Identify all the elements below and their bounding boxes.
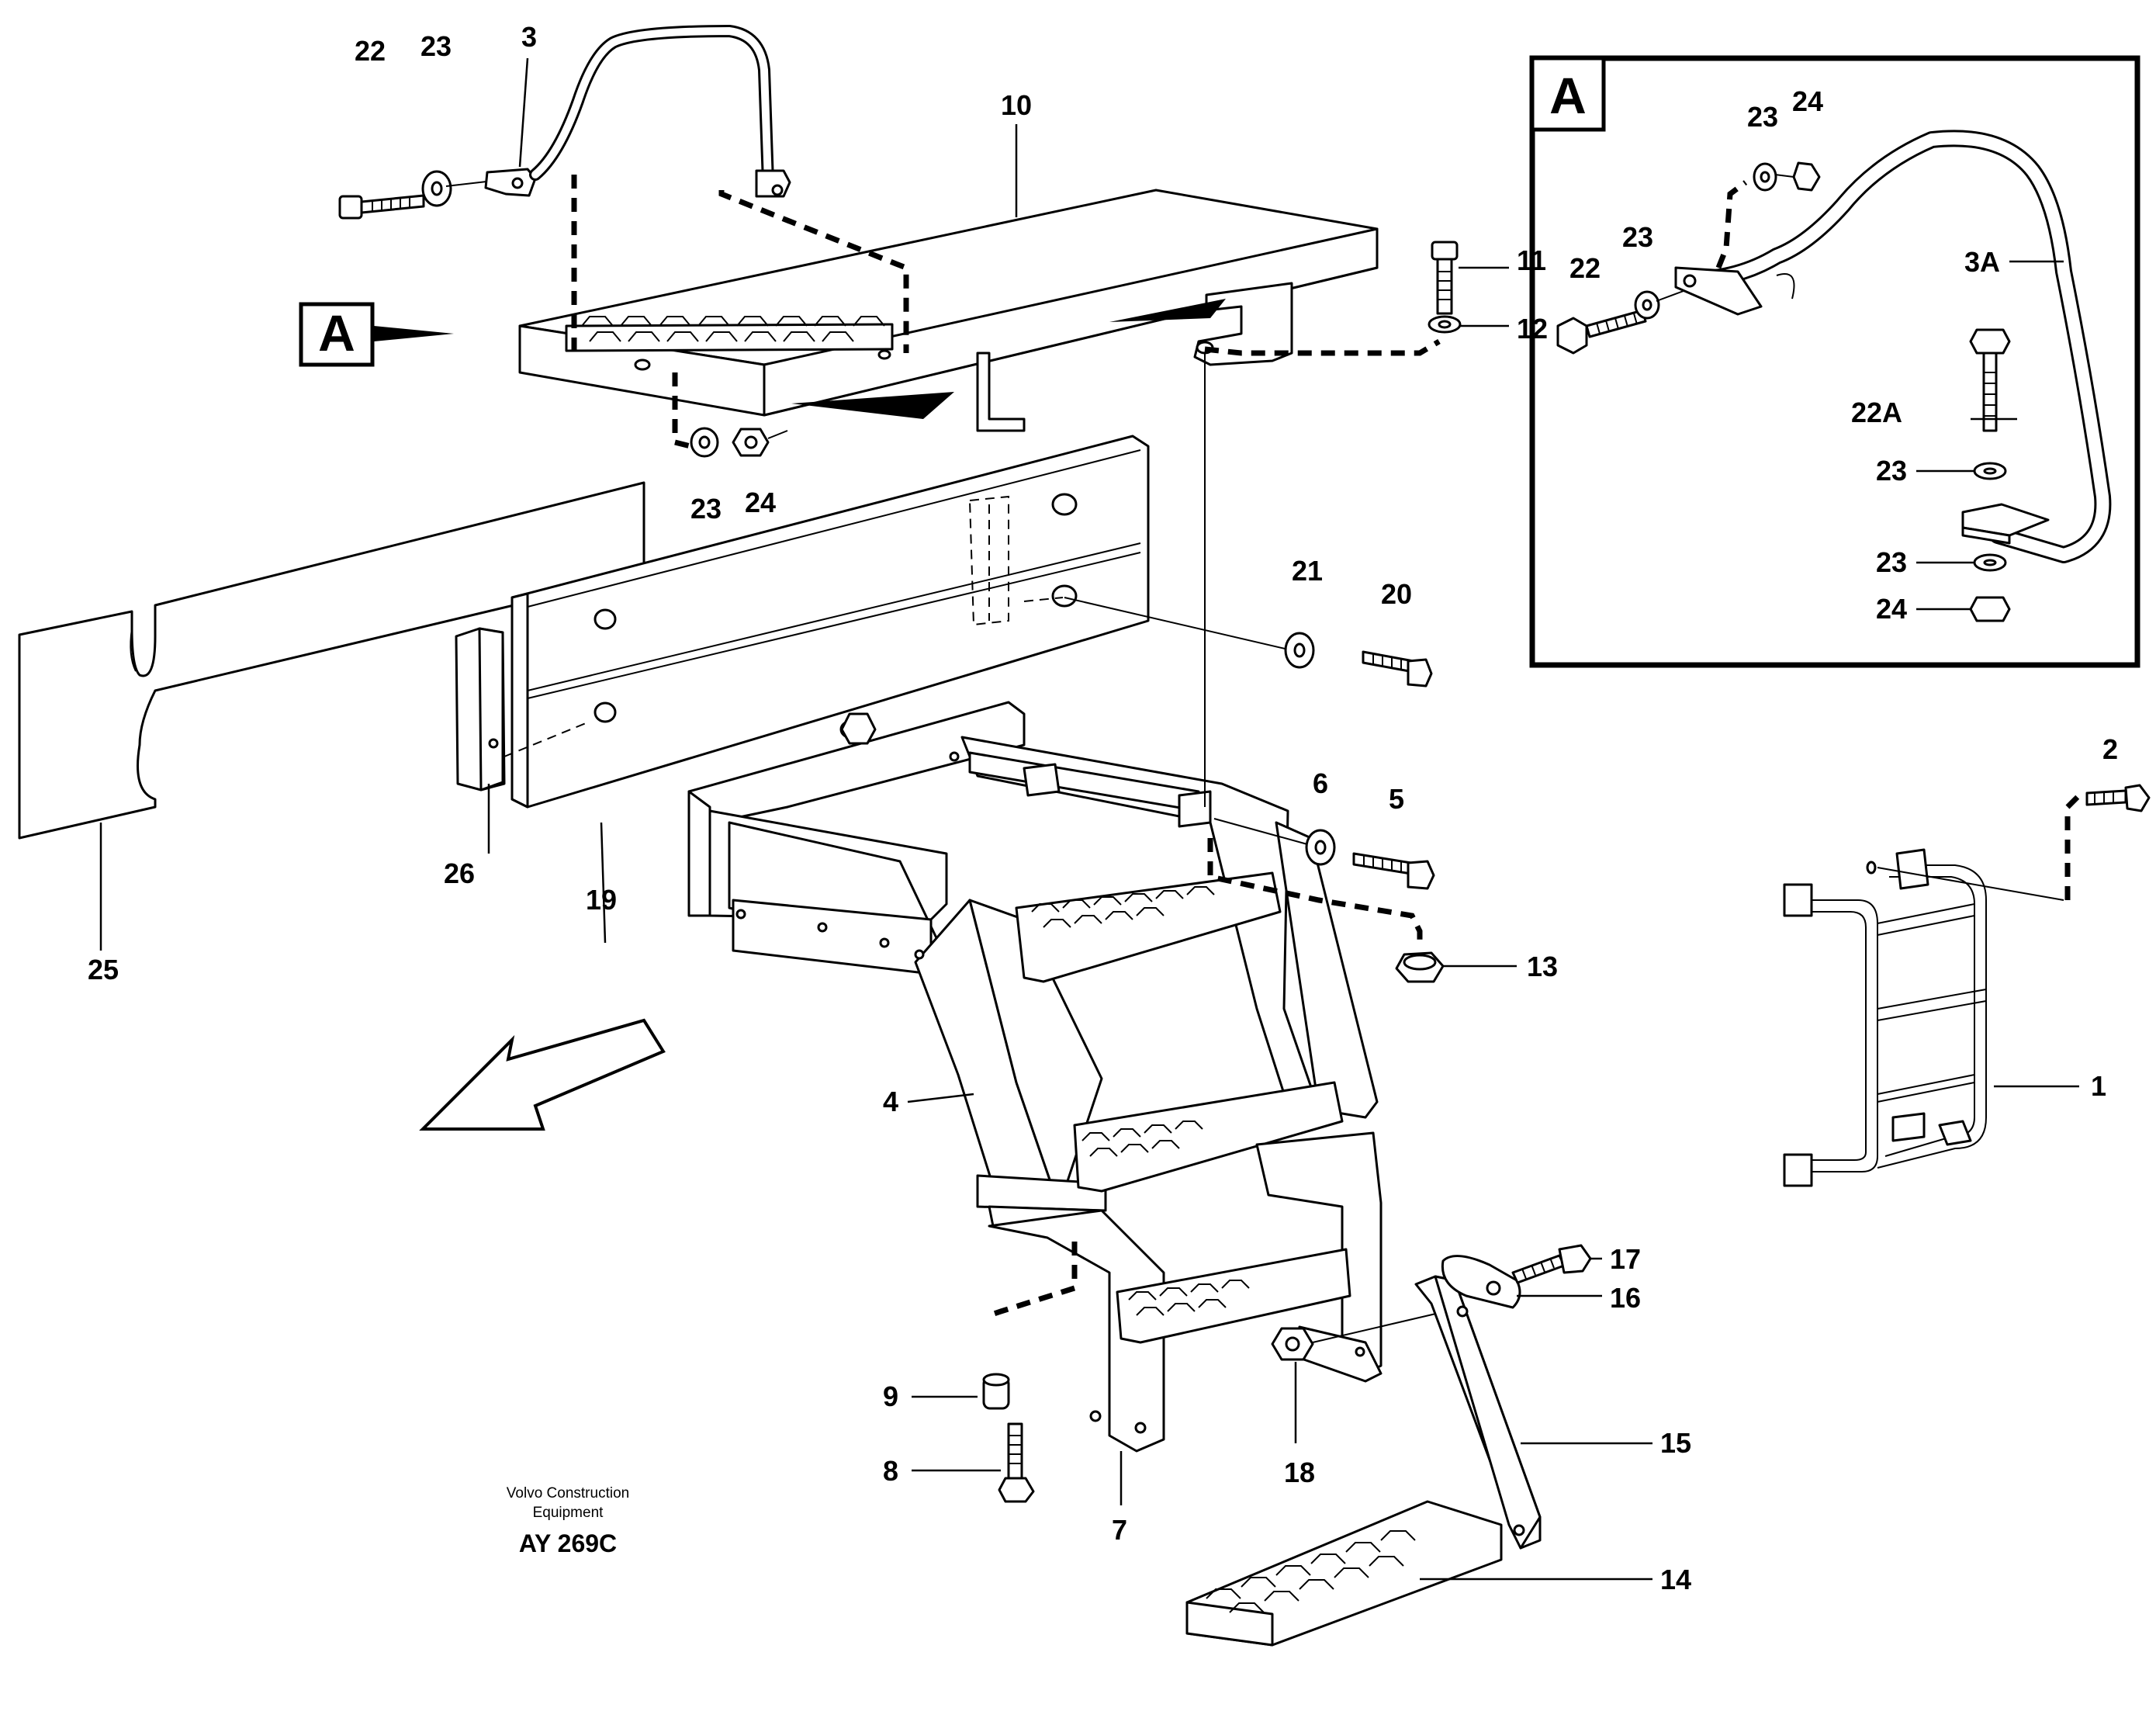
- callout-a-23-stack-2: 23: [1876, 546, 1907, 578]
- callout-23-lower: 23: [690, 493, 722, 525]
- bolt-8: [998, 1422, 1035, 1503]
- washer-21: [1284, 632, 1315, 669]
- washer-12: [1428, 315, 1462, 334]
- handrail: [484, 25, 791, 198]
- callout-9: 9: [883, 1380, 898, 1412]
- connection-line-washer-24: [672, 372, 691, 449]
- beam-19: [504, 435, 1150, 809]
- callout-15: 15: [1660, 1427, 1691, 1459]
- callout-a-23-stack-1: 23: [1876, 455, 1907, 487]
- callout-4: 4: [883, 1086, 898, 1117]
- callout-1: 1: [2091, 1070, 2106, 1102]
- callout-a-24-top: 24: [1792, 85, 1823, 117]
- callout-6: 6: [1313, 767, 1328, 799]
- callout-3a: 3A: [1964, 246, 2000, 278]
- callout-a-22a: 22A: [1851, 397, 1902, 428]
- connection-line-bolt-11: [1204, 338, 1441, 356]
- callout-labels: 22 23 3 10 11 12 23 24 21 20 6 5 13 26 1…: [88, 21, 2118, 1595]
- callout-a-23-top: 23: [1747, 101, 1778, 133]
- ladder-1: [1783, 848, 2064, 1187]
- credit-line-2: Equipment: [533, 1505, 604, 1521]
- connection-line-detail: [1715, 180, 1748, 269]
- nut-13: [1395, 951, 1445, 983]
- callout-12: 12: [1517, 313, 1548, 345]
- leader-lines: [99, 57, 2079, 1581]
- callout-3: 3: [521, 21, 537, 53]
- callout-a-23-left: 23: [1622, 221, 1653, 253]
- callout-17: 17: [1610, 1243, 1641, 1275]
- washer-6: [1305, 829, 1336, 866]
- callout-18: 18: [1284, 1456, 1315, 1488]
- step-14: [1185, 1500, 1503, 1647]
- callout-16: 16: [1610, 1282, 1641, 1314]
- washer-23-top: [421, 170, 452, 207]
- callout-a-24-stack: 24: [1876, 593, 1907, 625]
- callout-23: 23: [420, 30, 452, 62]
- bolt-17: [1511, 1244, 1592, 1284]
- view-a-label: A: [318, 304, 355, 362]
- callout-10: 10: [1001, 89, 1032, 121]
- platform-assembly: [518, 189, 1379, 432]
- lower-extension-7: [988, 1131, 1383, 1453]
- diagram-code: AY 269C: [519, 1529, 617, 1557]
- detail-view-a: A: [1529, 55, 2140, 668]
- bracket-26: [455, 627, 506, 791]
- callout-11: 11: [1517, 244, 1546, 276]
- bolt-5: [1352, 852, 1435, 890]
- washer-23-bottom: [690, 427, 719, 458]
- nut-18: [1271, 1327, 1314, 1361]
- view-a-reference: A: [299, 302, 454, 367]
- staircase-frame: [687, 701, 1379, 1228]
- detail-view-a-label: A: [1549, 67, 1587, 124]
- callout-13: 13: [1527, 951, 1558, 982]
- connection-line-spacer-9: [988, 1242, 1078, 1318]
- diagram-credit: Volvo Construction Equipment AY 269C: [507, 1485, 629, 1557]
- callout-7: 7: [1112, 1514, 1127, 1546]
- spacer-16: [1441, 1255, 1521, 1309]
- callout-22: 22: [355, 35, 386, 67]
- callout-a-22: 22: [1569, 252, 1601, 284]
- hanger-15: [1414, 1275, 1542, 1550]
- connection-line-nut-13: [1207, 838, 1423, 943]
- connection-line-bolt-2: [2064, 793, 2082, 900]
- callout-21: 21: [1292, 555, 1323, 587]
- forward-direction-arrow: [419, 1018, 666, 1131]
- callout-24-lower: 24: [745, 487, 776, 518]
- callout-14: 14: [1660, 1564, 1691, 1595]
- callout-20: 20: [1381, 578, 1412, 610]
- bolt-20: [1362, 650, 1433, 688]
- callout-25: 25: [88, 954, 119, 985]
- bolt-11: [1431, 241, 1459, 315]
- nut-24-bottom: [732, 428, 770, 457]
- callout-26: 26: [444, 857, 475, 889]
- platform-tread: [565, 316, 894, 352]
- bolt-2: [2085, 784, 2151, 812]
- bolt-22-top: [338, 194, 425, 220]
- callout-19: 19: [586, 884, 617, 916]
- callout-2: 2: [2102, 733, 2118, 765]
- frame-top-nut: [840, 712, 877, 745]
- callout-8: 8: [883, 1455, 898, 1487]
- panel-25: [18, 481, 645, 840]
- connection-line-handrail-right: [718, 190, 909, 353]
- spacer-9: [982, 1373, 1010, 1410]
- credit-line-1: Volvo Construction: [507, 1485, 629, 1502]
- callout-5: 5: [1389, 783, 1404, 815]
